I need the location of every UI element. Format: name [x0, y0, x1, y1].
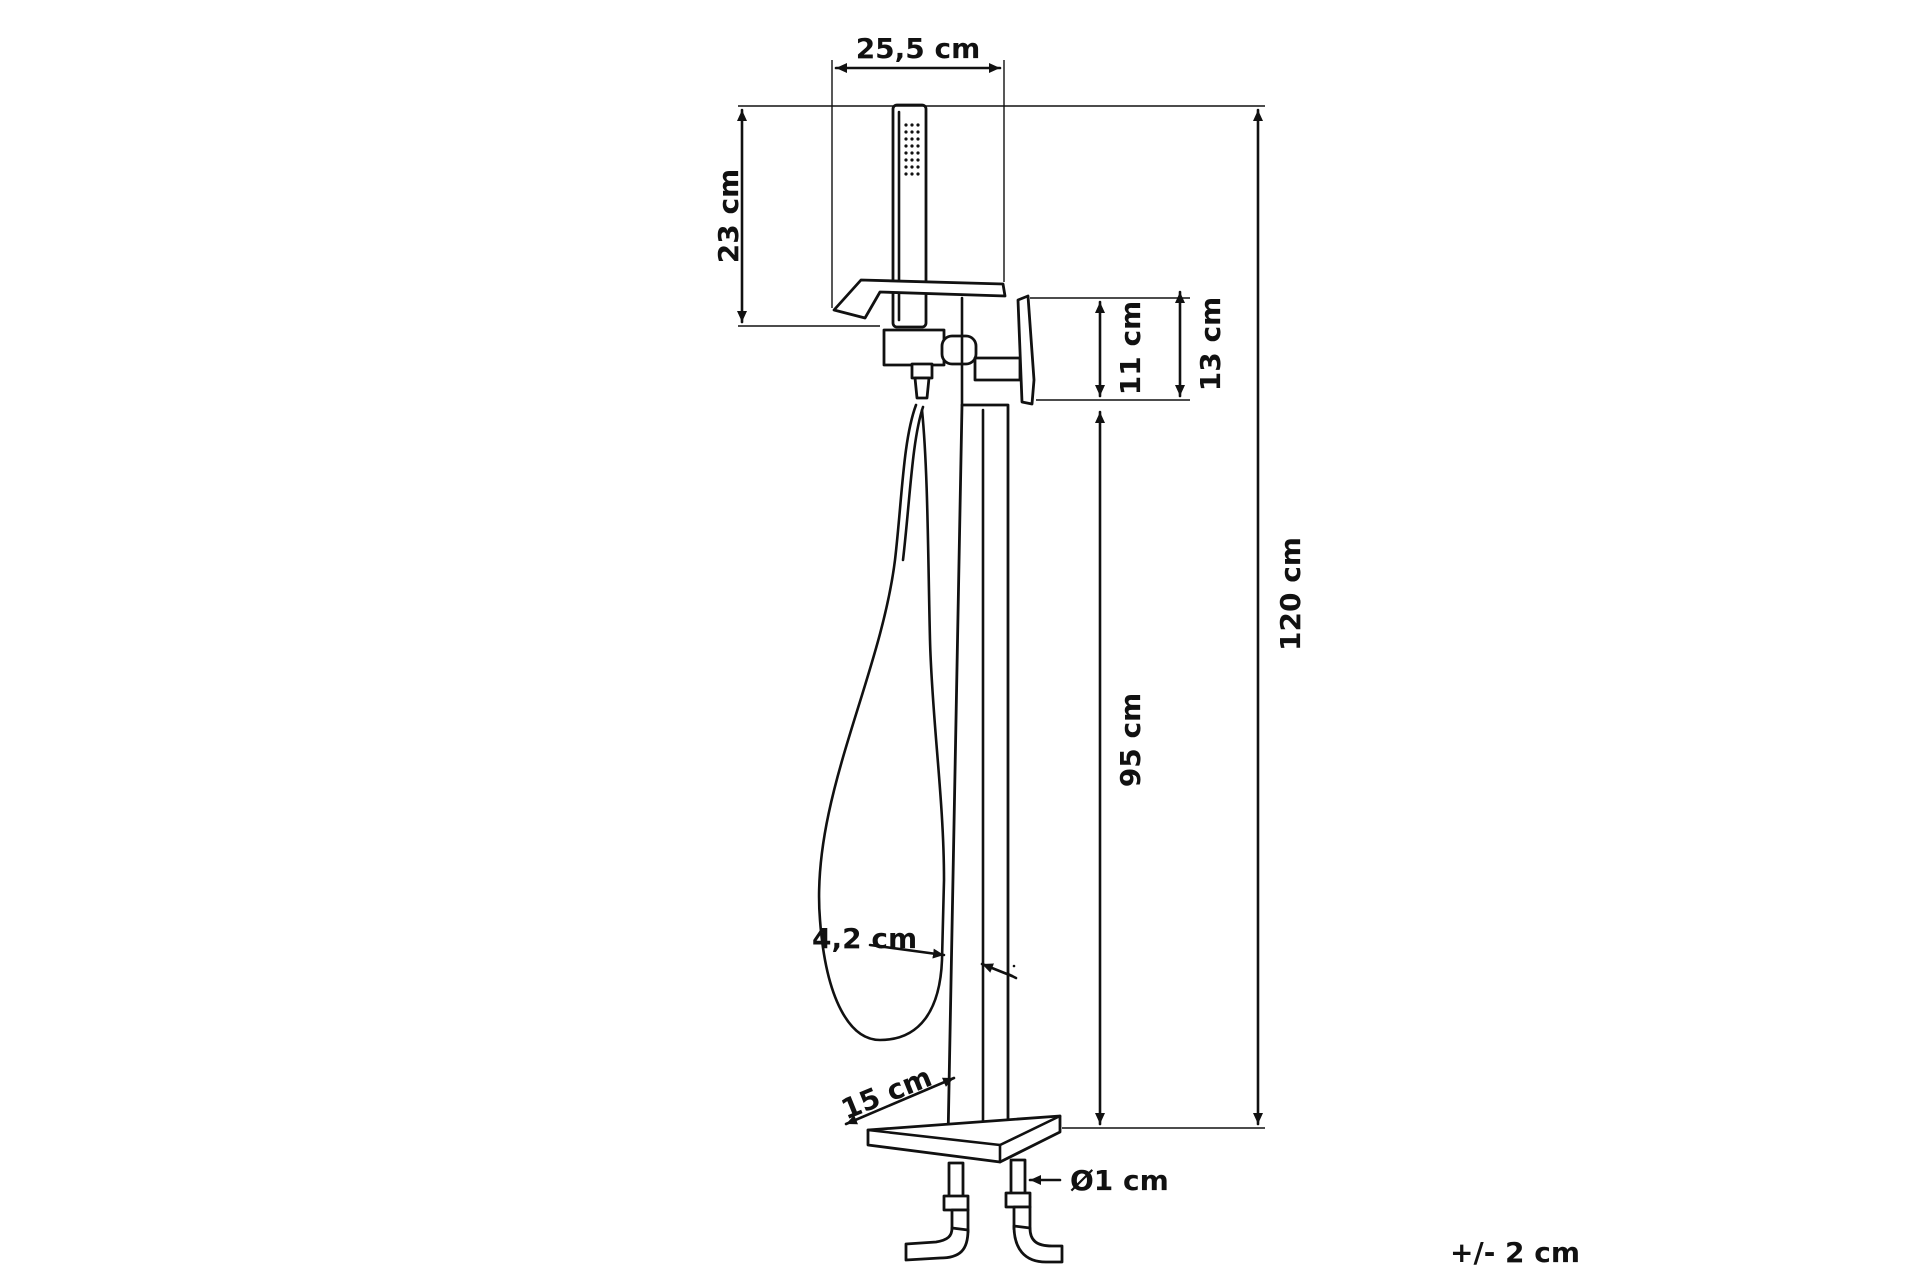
hand-shower [891, 103, 928, 329]
faucet-column [946, 403, 1010, 1142]
faucet-drawing [817, 103, 1064, 1264]
label-handshower-height: 23 cm [712, 169, 745, 264]
waterfall-spout [832, 278, 1007, 320]
shower-nozzle-grid [904, 123, 920, 176]
label-handle-height-outer: 13 cm [1194, 297, 1227, 392]
dimension-lines [737, 60, 1265, 1185]
shower-hose [817, 403, 946, 1042]
label-total-height: 120 cm [1274, 537, 1307, 651]
label-spout-height: 95 cm [1114, 693, 1147, 788]
label-handle-height-inner: 11 cm [1114, 301, 1147, 396]
dimension-labels: 25,5 cm 23 cm 11 cm 13 cm 95 cm 120 cm 4… [712, 32, 1580, 1269]
base-plate [866, 1114, 1062, 1164]
label-tolerance: +/- 2 cm [1450, 1236, 1580, 1269]
mixer-handle [973, 294, 1036, 406]
valve-block [882, 296, 978, 407]
label-column-width: 4,2 cm [812, 922, 917, 955]
supply-pipes [904, 1158, 1064, 1264]
label-pipe-diameter: Ø1 cm [1070, 1164, 1169, 1197]
label-handshower-width: 25,5 cm [856, 32, 981, 65]
label-base-width: 15 cm [836, 1060, 936, 1126]
